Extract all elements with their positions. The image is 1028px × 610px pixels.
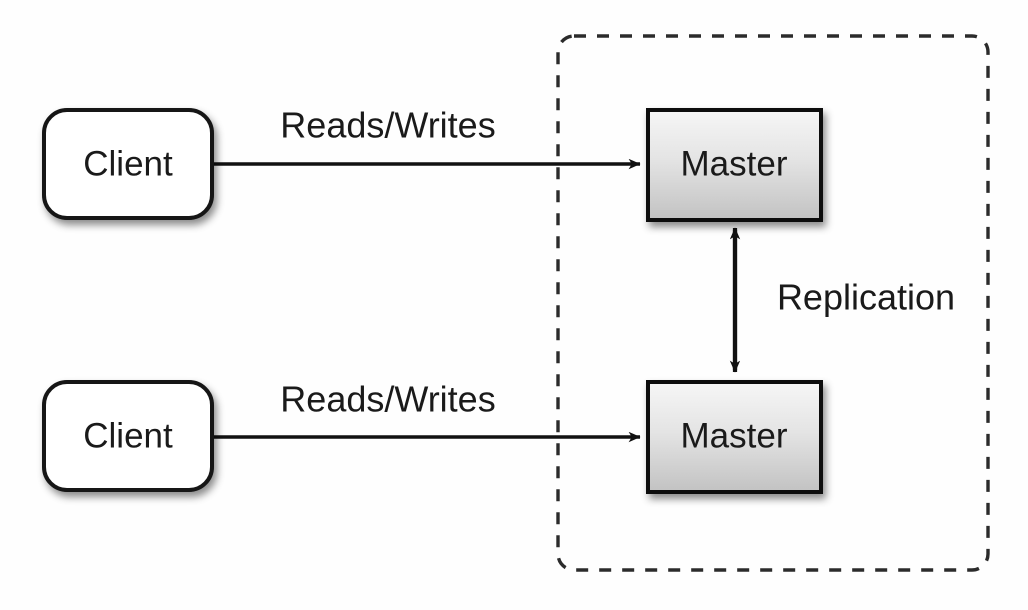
node-client-top-label: Client (83, 144, 173, 183)
edge-label-reads-writes-top: Reads/Writes (280, 105, 495, 146)
node-client-top[interactable]: Client (42, 108, 214, 220)
node-master-top[interactable]: Master (646, 108, 823, 222)
edge-label-replication: Replication (777, 277, 955, 318)
node-client-bottom[interactable]: Client (42, 380, 214, 492)
node-master-bottom[interactable]: Master (646, 380, 823, 494)
node-master-bottom-label: Master (681, 416, 788, 455)
cluster-boundary (556, 34, 990, 572)
node-master-top-label: Master (681, 144, 788, 183)
node-client-bottom-label: Client (83, 416, 173, 455)
edge-label-reads-writes-bottom: Reads/Writes (280, 379, 495, 420)
